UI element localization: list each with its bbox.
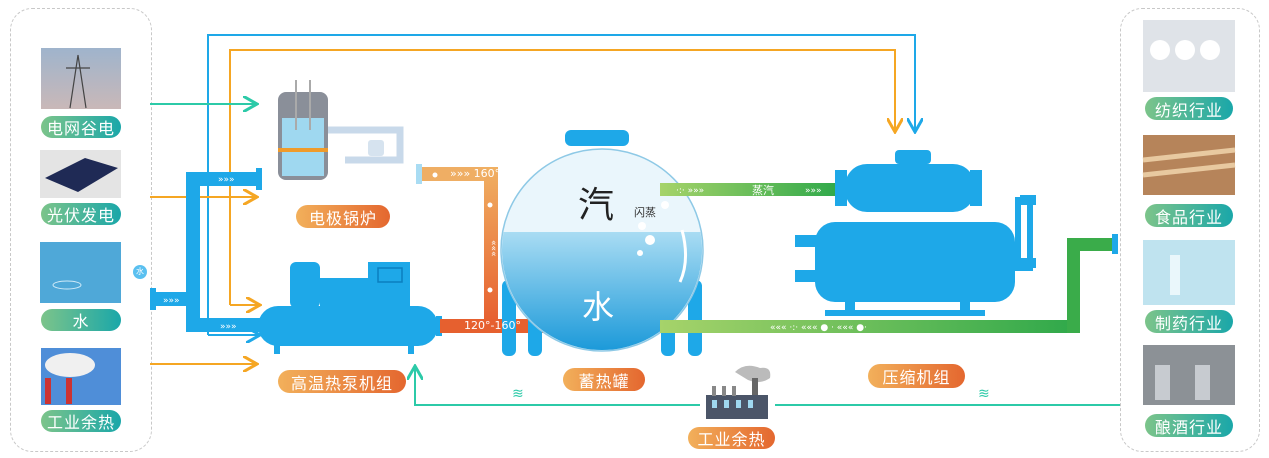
industry-label-textile: 纺织行业 — [1145, 97, 1233, 120]
water-pipe — [150, 168, 262, 332]
power-grid-photo — [41, 48, 121, 109]
industry-label-pharma: 制药行业 — [1145, 310, 1233, 333]
industries-panel — [1120, 8, 1260, 452]
flow-arrows-icon: ««« — [488, 240, 498, 257]
steam-pipe — [660, 183, 840, 196]
factory-icon — [706, 365, 771, 419]
electrode-boiler-graphic — [278, 80, 404, 180]
pump-out-temp: 120°-160° — [464, 319, 521, 332]
water-photo — [40, 242, 121, 303]
tank-steam-text: 汽 — [578, 185, 615, 226]
smokestack-photo — [41, 348, 121, 405]
heat-pump-label: 高温热泵机组 — [278, 370, 406, 393]
source-label-water: 水 — [41, 309, 121, 331]
compressor-graphic — [795, 150, 1036, 316]
solar-panel-photo — [40, 150, 121, 198]
flow-arrows-icon: ·• »»» — [1040, 241, 1068, 251]
tank-label: 蓄热罐 — [563, 368, 645, 391]
sources-panel — [10, 8, 152, 452]
textile-photo — [1143, 20, 1235, 92]
source-label-waste-heat: 工业余热 — [41, 410, 121, 432]
source-label-grid: 电网谷电 — [41, 116, 121, 138]
industry-label-food: 食品行业 — [1145, 204, 1233, 227]
flow-arrows-icon: »»» — [220, 322, 237, 332]
hot-water-pipe — [420, 167, 548, 333]
flow-arrows-icon: ««« ·:· ««« ● · ««« ●· — [770, 323, 867, 333]
boiler-label: 电极锅炉 — [296, 205, 390, 228]
compressor-label: 压缩机组 — [868, 364, 965, 388]
brewery-photo — [1143, 345, 1235, 405]
tank-flash-text: 闪蒸 — [634, 206, 656, 219]
food-photo — [1142, 135, 1236, 195]
industry-label-brewery: 酿酒行业 — [1145, 414, 1233, 437]
water-badge: 水 — [136, 267, 144, 276]
waste-heat-return-line — [415, 368, 700, 406]
pharma-photo — [1143, 240, 1235, 305]
flow-arrows-icon: »»» — [218, 175, 235, 185]
tank-water-text: 水 — [582, 288, 615, 326]
flow-arrows-icon: »»» — [163, 296, 180, 306]
flow-arrows-icon: ·:· »»» — [676, 186, 704, 196]
boiler-out-temp: »»» 160° — [450, 167, 501, 180]
heat-wave-icon: ≋ — [978, 386, 990, 402]
steam-label: 蒸汽 — [752, 184, 774, 197]
flow-arrows-icon: »»» — [805, 186, 822, 196]
waste-heat-label: 工业余热 — [688, 427, 775, 449]
source-label-solar: 光伏发电 — [41, 203, 121, 225]
heat-wave-icon: ≋ — [512, 386, 524, 402]
water-badge-circle — [133, 265, 147, 279]
heat-pump-graphic — [258, 262, 442, 354]
return-pipe — [660, 234, 1118, 333]
heat-storage-tank-graphic — [500, 130, 704, 356]
